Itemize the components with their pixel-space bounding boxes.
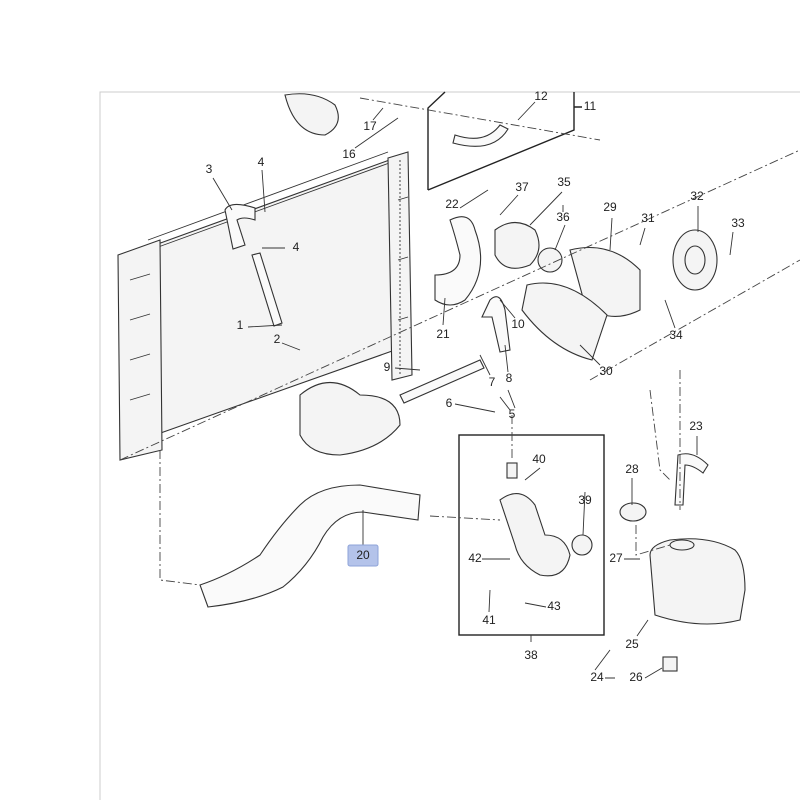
sensor-26: [662, 656, 678, 672]
reservoir-neck: [669, 539, 695, 551]
callout[interactable]: 34: [669, 328, 683, 342]
pipe-1: [251, 252, 283, 327]
callout[interactable]: 27: [609, 551, 623, 565]
callout[interactable]: 17: [363, 119, 377, 133]
reservoir-25: [649, 538, 746, 625]
callout[interactable]: 40: [532, 452, 546, 466]
dash-leaders: [119, 97, 800, 586]
callout[interactable]: 31: [641, 211, 655, 225]
callout[interactable]: 24: [590, 670, 604, 684]
callout[interactable]: 41: [482, 613, 496, 627]
callout[interactable]: 22: [445, 197, 459, 211]
thermostat-housing-35: [494, 221, 540, 269]
pulley-hub: [684, 245, 706, 275]
callout[interactable]: 5: [509, 407, 516, 421]
top-pipe-part: [284, 93, 339, 136]
callout[interactable]: 38: [524, 648, 538, 662]
callout[interactable]: 43: [547, 599, 561, 613]
callout[interactable]: 23: [689, 419, 703, 433]
callout[interactable]: 29: [603, 200, 617, 214]
callout[interactable]: 16: [342, 147, 356, 161]
callout[interactable]: 3: [206, 162, 213, 176]
callout[interactable]: 33: [731, 216, 745, 230]
cap-28: [619, 502, 647, 522]
gasket-30: [521, 282, 608, 361]
callout[interactable]: 1: [237, 318, 244, 332]
thermostat-assembly: [499, 493, 571, 577]
callout[interactable]: 30: [599, 364, 613, 378]
leader-lines: [212, 101, 734, 679]
callout[interactable]: 8: [506, 371, 513, 385]
engine-outlet-housing: [299, 382, 401, 456]
group-box-38: [458, 434, 605, 636]
bypass-pipe-11: [452, 124, 509, 147]
hose-8: [481, 296, 511, 353]
callout[interactable]: 28: [625, 462, 639, 476]
callout[interactable]: 2: [274, 332, 281, 346]
pipe-5: [399, 359, 485, 404]
hose-20: [199, 484, 421, 608]
page-frame: [99, 91, 800, 800]
callout[interactable]: 36: [556, 210, 570, 224]
highlight-callout-20: [347, 544, 379, 567]
callout-labels: 17 16 12 11 3 4 4 22 37 35 36 29 31 32 3…: [206, 89, 745, 684]
callout[interactable]: 32: [690, 189, 704, 203]
hose-3: [224, 203, 256, 250]
gasket-36: [537, 247, 563, 273]
radiator: [117, 151, 413, 461]
callout[interactable]: 35: [557, 175, 571, 189]
callout[interactable]: 39: [578, 493, 592, 507]
callout[interactable]: 6: [446, 396, 453, 410]
callout[interactable]: 10: [511, 317, 525, 331]
callout[interactable]: 9: [384, 360, 391, 374]
callout[interactable]: 26: [629, 670, 643, 684]
callout[interactable]: 11: [584, 99, 597, 113]
callout[interactable]: 42: [468, 551, 482, 565]
hose-23: [674, 453, 709, 506]
hose-21: [434, 216, 482, 306]
callout[interactable]: 25: [625, 637, 639, 651]
callout[interactable]: 4: [293, 240, 300, 254]
callout-highlighted[interactable]: 20: [356, 548, 370, 562]
callout[interactable]: 21: [436, 327, 450, 341]
callout[interactable]: 4: [258, 155, 265, 169]
callout[interactable]: 12: [534, 89, 548, 103]
seal-39: [571, 534, 593, 556]
connector-40: [506, 462, 518, 479]
callout[interactable]: 37: [515, 180, 529, 194]
callout[interactable]: 7: [489, 375, 496, 389]
group-box-11: [427, 91, 582, 191]
